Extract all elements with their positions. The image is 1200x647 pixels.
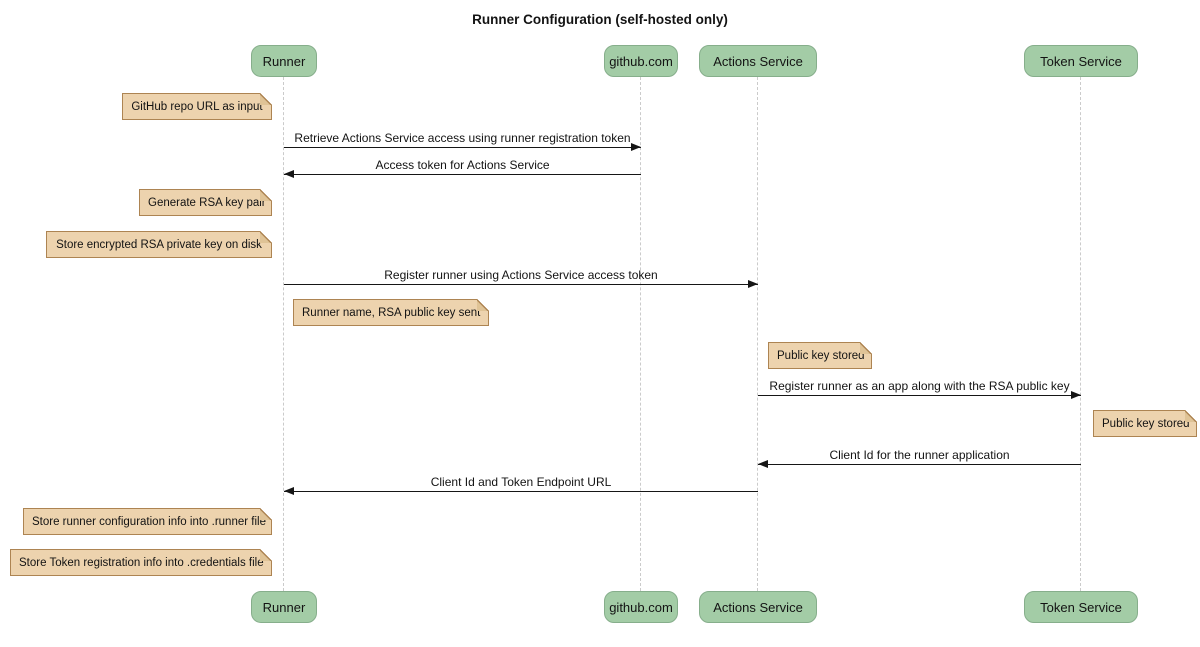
message-5-line bbox=[758, 464, 1081, 465]
participant-token-service-top: Token Service bbox=[1024, 45, 1138, 77]
lifeline-runner bbox=[283, 77, 284, 591]
message-4-line bbox=[758, 395, 1081, 396]
lifeline-token-service bbox=[1080, 77, 1081, 591]
message-2-label: Access token for Actions Service bbox=[375, 158, 550, 172]
message-3-arrowhead-icon bbox=[748, 280, 758, 288]
note-store-private-key: Store encrypted RSA private key on disk bbox=[46, 231, 272, 258]
message-2-line bbox=[284, 174, 641, 175]
note-store-credentials-file: Store Token registration info into .cred… bbox=[10, 549, 272, 576]
note-generate-rsa-key: Generate RSA key pair bbox=[139, 189, 272, 216]
note-store-runner-file: Store runner configuration info into .ru… bbox=[23, 508, 272, 535]
note-public-key-stored-token: Public key stored bbox=[1093, 410, 1197, 437]
message-6-arrowhead-icon bbox=[284, 487, 294, 495]
note-github-repo-url: GitHub repo URL as input bbox=[122, 93, 272, 120]
message-2-arrowhead-icon bbox=[284, 170, 294, 178]
message-4-label: Register runner as an app along with the… bbox=[769, 379, 1070, 393]
message-4-arrowhead-icon bbox=[1071, 391, 1081, 399]
participant-runner-bottom: Runner bbox=[251, 591, 317, 623]
message-1-arrowhead-icon bbox=[631, 143, 641, 151]
note-public-key-stored-actions: Public key stored bbox=[768, 342, 872, 369]
participant-github-bottom: github.com bbox=[604, 591, 678, 623]
message-6-label: Client Id and Token Endpoint URL bbox=[430, 475, 612, 489]
participant-token-service-bottom: Token Service bbox=[1024, 591, 1138, 623]
participant-github-top: github.com bbox=[604, 45, 678, 77]
diagram-title: Runner Configuration (self-hosted only) bbox=[472, 12, 728, 27]
message-1-line bbox=[284, 147, 641, 148]
participant-actions-service-bottom: Actions Service bbox=[699, 591, 817, 623]
participant-actions-service-top: Actions Service bbox=[699, 45, 817, 77]
message-1-label: Retrieve Actions Service access using ru… bbox=[294, 131, 631, 145]
message-5-arrowhead-icon bbox=[758, 460, 768, 468]
message-6-line bbox=[284, 491, 758, 492]
message-5-label: Client Id for the runner application bbox=[829, 448, 1010, 462]
message-3-label: Register runner using Actions Service ac… bbox=[384, 268, 658, 282]
participant-runner-top: Runner bbox=[251, 45, 317, 77]
lifeline-github bbox=[640, 77, 641, 591]
note-runner-name-sent: Runner name, RSA public key sent bbox=[293, 299, 489, 326]
message-3-line bbox=[284, 284, 758, 285]
lifeline-actions-service bbox=[757, 77, 758, 591]
